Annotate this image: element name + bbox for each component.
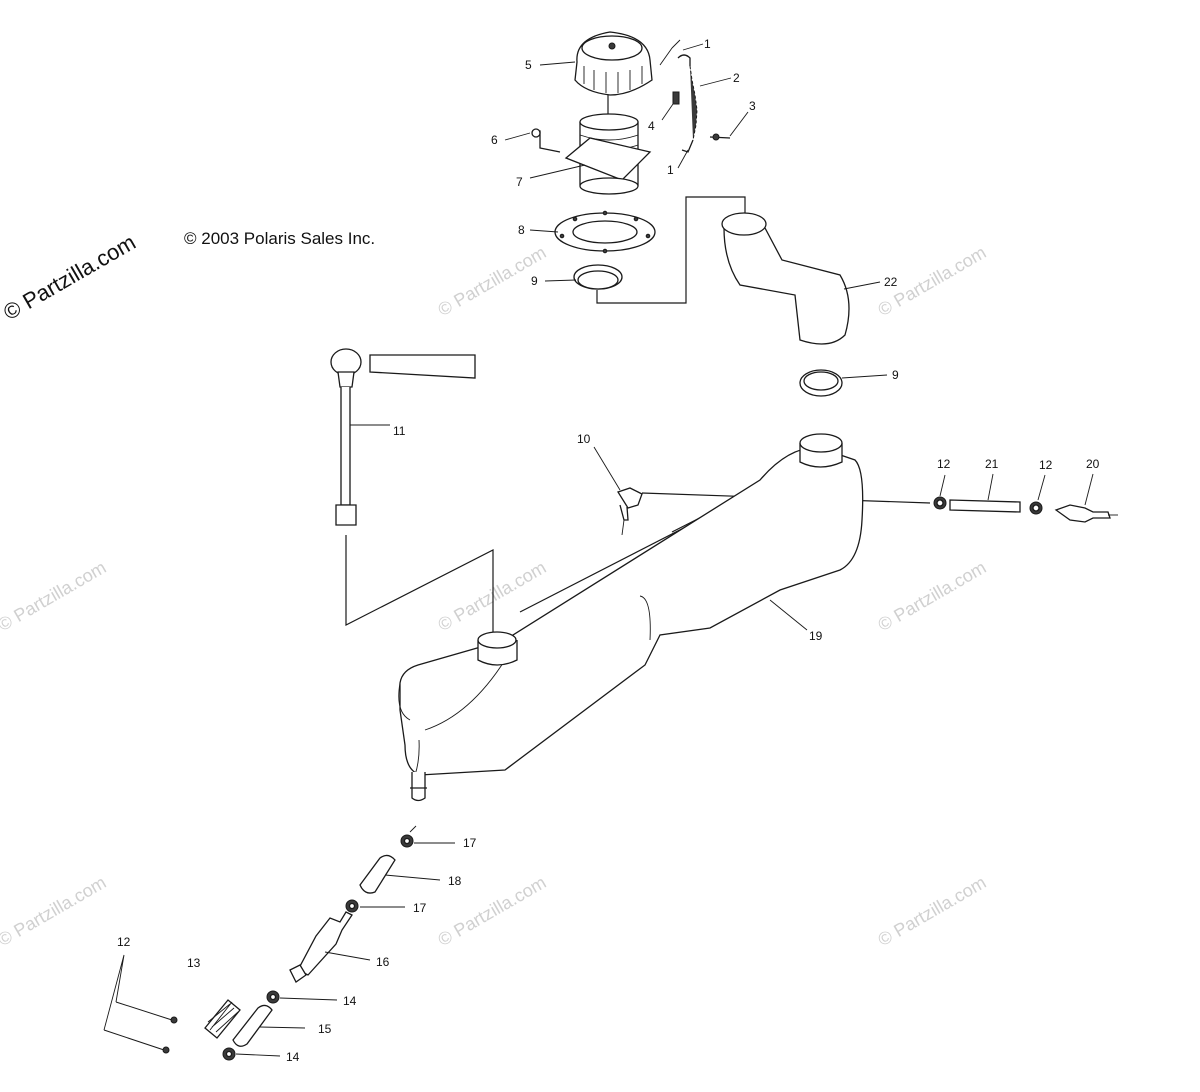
cable-ties <box>103 1001 178 1054</box>
callout-2: 2 <box>733 71 740 85</box>
callout-12: 12 <box>117 935 131 949</box>
callout-8: 8 <box>518 223 525 237</box>
filler-cap <box>574 31 653 96</box>
callout-17: 17 <box>463 836 477 850</box>
oil-tank <box>398 433 864 802</box>
callout-11: 11 <box>393 424 406 438</box>
callout-14: 14 <box>343 994 357 1008</box>
callout-12: 12 <box>1039 458 1053 472</box>
callout-5: 5 <box>525 58 532 72</box>
hose-clamp-lower <box>799 369 843 397</box>
leader-lines <box>103 43 1094 1057</box>
callout-9: 9 <box>892 368 899 382</box>
filler-hose <box>721 212 850 345</box>
vent-hose-assembly <box>933 496 1118 523</box>
callout-12: 12 <box>937 457 951 471</box>
callout-15: 15 <box>318 1022 332 1036</box>
callout-1: 1 <box>667 163 674 177</box>
vent-fitting <box>531 128 561 153</box>
callout-9: 9 <box>531 274 538 288</box>
hose-clamp-upper <box>573 264 623 290</box>
callout-18: 18 <box>448 874 462 888</box>
callout-19: 19 <box>809 629 823 643</box>
callout-13: 13 <box>187 956 201 970</box>
level-sender <box>330 348 476 526</box>
callout-21: 21 <box>985 457 999 471</box>
callout-10: 10 <box>577 432 591 446</box>
filler-neck <box>564 113 652 195</box>
callout-4: 4 <box>648 119 655 133</box>
copyright-notice: © 2003 Polaris Sales Inc. <box>184 229 376 248</box>
tank-fitting <box>617 487 643 536</box>
callout-22: 22 <box>884 275 898 289</box>
callout-3: 3 <box>749 99 756 113</box>
callout-1: 1 <box>704 37 711 51</box>
callout-17: 17 <box>413 901 427 915</box>
mounting-ring <box>554 210 656 254</box>
callout-16: 16 <box>376 955 390 969</box>
fuel-line-assembly <box>222 825 417 1061</box>
protective-spring <box>204 999 241 1039</box>
callout-labels: 1 2 3 4 5 6 1 7 8 9 22 9 11 10 12 21 12 … <box>117 37 1100 1064</box>
callout-7: 7 <box>516 175 523 189</box>
callout-6: 6 <box>491 133 498 147</box>
tether-chain <box>659 39 731 153</box>
callout-14: 14 <box>286 1050 300 1064</box>
callout-20: 20 <box>1086 457 1100 471</box>
